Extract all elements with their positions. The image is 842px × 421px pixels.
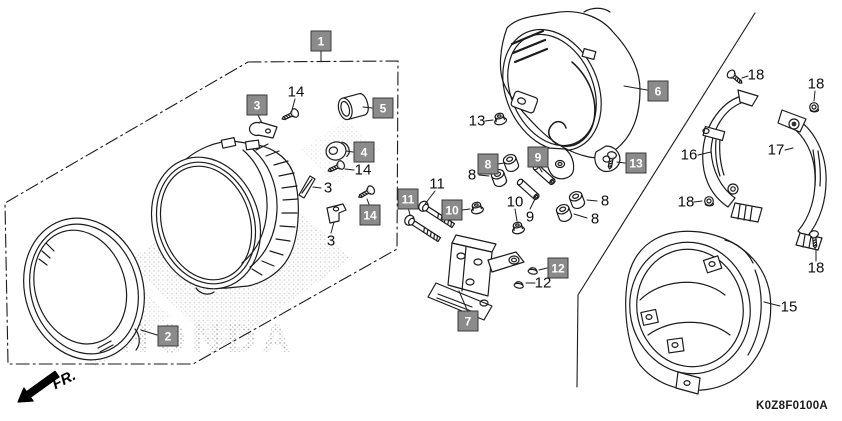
bolt-drawing-11-2 (402, 212, 443, 245)
callout-box-3[interactable]: 3 (246, 94, 268, 116)
honda-watermark: HONDA (120, 317, 297, 361)
callout-ref-15[interactable]: 15 (780, 298, 798, 316)
callout-box-10[interactable]: 10 (441, 199, 463, 221)
callout-ref-3-b[interactable]: 3 (326, 232, 336, 250)
bushing-drawing-8-3 (567, 189, 587, 211)
callout-ref-16[interactable]: 16 (680, 146, 698, 164)
callout-box-1[interactable]: 1 (310, 30, 332, 52)
clip-drawing-b (298, 175, 316, 199)
callout-ref-17[interactable]: 17 (767, 141, 785, 159)
callout-box-9[interactable]: 9 (527, 146, 549, 168)
leader-lines (140, 48, 817, 336)
callout-ref-18-a[interactable]: 18 (747, 66, 765, 84)
nut-drawing-10-2 (510, 220, 526, 236)
section-divider-line (576, 12, 756, 388)
callout-box-14[interactable]: 14 (359, 204, 381, 226)
callout-ref-12[interactable]: 12 (534, 274, 552, 292)
headlight-unit-drawing (150, 137, 299, 295)
callout-ref-3-a[interactable]: 3 (323, 179, 333, 197)
callout-ref-9[interactable]: 9 (525, 208, 535, 226)
callout-ref-18-b[interactable]: 18 (807, 75, 825, 93)
bushing-drawing-8-1 (501, 152, 521, 174)
cap-nut-drawing-12-2 (513, 280, 525, 290)
clamp-drawing-a (248, 121, 278, 139)
screw-drawing-14-3 (355, 183, 377, 202)
nut-drawing-10-1 (469, 200, 485, 216)
callout-ref-14-a[interactable]: 14 (287, 83, 305, 101)
assembly-outline-dashed (4, 60, 399, 365)
nut-drawing-18-1 (809, 102, 820, 113)
callout-box-7[interactable]: 7 (457, 310, 479, 332)
callout-ref-8-c[interactable]: 8 (590, 210, 600, 228)
mount-band-right-drawing (777, 109, 827, 251)
callout-box-6[interactable]: 6 (647, 80, 669, 102)
callout-box-2[interactable]: 2 (157, 325, 179, 347)
callout-ref-8-b[interactable]: 8 (600, 192, 610, 210)
fr-direction-arrow (17, 370, 60, 403)
screw-drawing-14-1 (279, 107, 301, 124)
callout-box-4[interactable]: 4 (353, 141, 375, 163)
callout-ref-18-d[interactable]: 18 (807, 259, 825, 277)
lens-ring-drawing (23, 217, 145, 361)
callout-box-8[interactable]: 8 (477, 153, 499, 175)
grommet-drawing-4 (325, 141, 350, 161)
rear-case-drawing (625, 230, 772, 395)
callout-ref-14-b[interactable]: 14 (354, 161, 372, 179)
callout-box-13[interactable]: 13 (625, 152, 647, 174)
callout-ref-8-a[interactable]: 8 (467, 166, 477, 184)
bushing-drawing-8-4 (554, 202, 574, 224)
callout-box-11[interactable]: 11 (397, 188, 419, 210)
mount-band-left-drawing (702, 89, 763, 223)
bushing-drawing-5 (337, 93, 369, 121)
diagram-code: K0Z8F0100A (756, 400, 829, 412)
callout-ref-18-c[interactable]: 18 (677, 193, 695, 211)
headlight-case-drawing (499, 7, 641, 180)
nut-drawing-18-2 (704, 196, 715, 207)
callout-ref-13[interactable]: 13 (468, 112, 486, 130)
callout-ref-11[interactable]: 11 (429, 175, 445, 193)
callout-ref-10[interactable]: 10 (506, 193, 524, 211)
stay-bracket-drawing (427, 234, 525, 321)
callout-box-5[interactable]: 5 (372, 97, 394, 119)
callout-box-12[interactable]: 12 (547, 257, 569, 279)
clamp-drawing-c (326, 203, 347, 224)
nut-drawing-13 (492, 111, 508, 127)
